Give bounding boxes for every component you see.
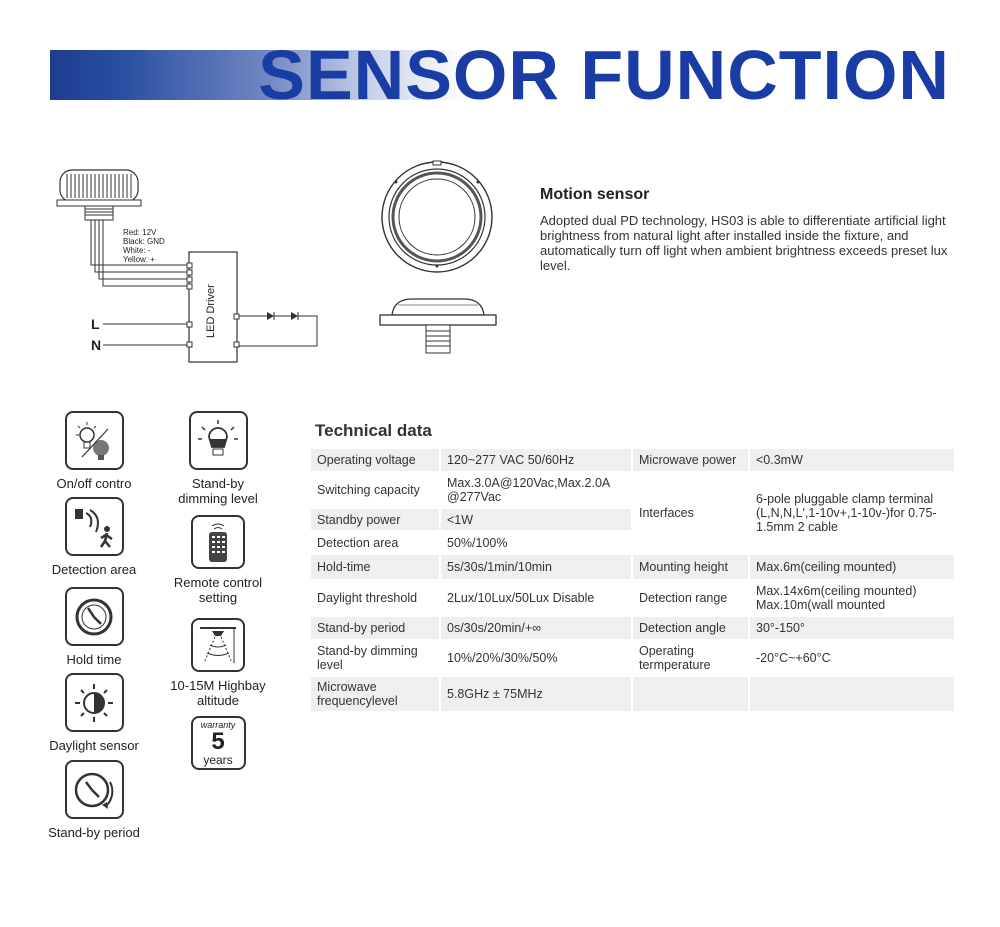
- feature-onoff-label: On/off contro: [56, 476, 132, 491]
- detection-area-icon: [64, 497, 124, 556]
- table-row: Stand-by period 0s/30s/20min/+∞ Detectio…: [311, 617, 954, 639]
- driver-label: LED Driver: [205, 284, 217, 338]
- line-n-label: N: [91, 337, 102, 353]
- wire-note-red: Red: 12V: [123, 228, 157, 237]
- remote-control-icon: [191, 515, 245, 569]
- motion-sensor-section: Motion sensor Adopted dual PD technology…: [540, 186, 950, 273]
- table-row: Standby power <1W: [311, 509, 954, 530]
- feature-hold-time-label: Hold time: [66, 652, 122, 667]
- spec-key: Detection range: [633, 581, 748, 615]
- page-title: SENSOR FUNCTION: [258, 36, 950, 114]
- spec-key: Detection angle: [633, 617, 748, 639]
- wire-color-notes: Red: 12V Black: GND White: - Yellow: +: [123, 228, 165, 264]
- spec-value: <0.3mW: [750, 449, 954, 471]
- spec-value: 5s/30s/1min/10min: [441, 555, 631, 579]
- spec-key: Stand-by period: [311, 617, 439, 639]
- dimming-bulb-icon: [188, 411, 248, 470]
- spec-value: 120~277 VAC 50/60Hz: [441, 449, 631, 471]
- spec-key: Stand-by dimming level: [311, 641, 439, 675]
- line-l-label: L: [91, 316, 100, 332]
- spec-value: 2Lux/10Lux/50Lux Disable: [441, 581, 631, 615]
- daylight-sun-icon: [64, 673, 124, 732]
- spec-value: -20°C~+60°C: [750, 641, 954, 675]
- feature-highbay-label: 10-15M Highbay altitude: [170, 678, 266, 708]
- feature-standby-dimming: Stand-by dimming level: [168, 411, 268, 506]
- warranty-word: warranty: [200, 720, 236, 730]
- spec-key: Mounting height: [633, 555, 748, 579]
- feature-warranty: warranty 5 years: [168, 716, 268, 776]
- spec-value: 10%/20%/30%/50%: [441, 641, 631, 675]
- feature-detection-area-label: Detection area: [51, 562, 137, 577]
- feature-remote-label: Remote control setting: [173, 575, 263, 605]
- table-row: Hold-time 5s/30s/1min/10min Mounting hei…: [311, 555, 954, 579]
- warranty-unit: years: [203, 753, 233, 767]
- technical-data-table: Operating voltage 120~277 VAC 50/60Hz Mi…: [309, 447, 956, 713]
- spec-key: Operating voltage: [311, 449, 439, 471]
- wire-note-white: White: -: [123, 246, 151, 255]
- feature-standby-period: Stand-by period: [44, 760, 144, 840]
- table-row: Daylight threshold 2Lux/10Lux/50Lux Disa…: [311, 581, 954, 615]
- spec-key: Hold-time: [311, 555, 439, 579]
- spec-value: Max.14x6m(ceiling mounted) Max.10m(wall …: [750, 581, 954, 615]
- wire-note-yellow: Yellow: +: [123, 255, 155, 264]
- spec-key: Standby power: [311, 509, 439, 530]
- feature-daylight: Daylight sensor: [44, 673, 144, 753]
- spec-value: 0s/30s/20min/+∞: [441, 617, 631, 639]
- table-row: Operating voltage 120~277 VAC 50/60Hz Mi…: [311, 449, 954, 471]
- table-row: Detection area 50%/100%: [311, 532, 954, 553]
- spec-value: Max.3.0A@120Vac,Max.2.0A @277Vac: [441, 473, 631, 507]
- feature-daylight-label: Daylight sensor: [49, 738, 139, 753]
- feature-hold-time: Hold time: [44, 587, 144, 667]
- warranty-badge-icon: warranty 5 years: [190, 716, 246, 770]
- feature-standby-dimming-label: Stand-by dimming level: [178, 476, 258, 506]
- spec-value: 5.8GHz ± 75MHz: [441, 677, 631, 711]
- standby-clock-icon: [64, 760, 124, 819]
- spec-key: [633, 677, 748, 711]
- table-row: Microwave frequencylevel 5.8GHz ± 75MHz: [311, 677, 954, 711]
- table-row: Switching capacity Max.3.0A@120Vac,Max.2…: [311, 473, 954, 553]
- wire-note-black: Black: GND: [123, 237, 165, 246]
- wiring-diagram-drawing: [56, 169, 318, 363]
- spec-value: 6-pole pluggable clamp terminal (L,N,N,L…: [750, 473, 954, 553]
- motion-sensor-description: Adopted dual PD technology, HS03 is able…: [540, 213, 948, 273]
- feature-onoff: On/off contro: [44, 411, 144, 491]
- spec-value: [750, 677, 954, 711]
- highbay-altitude-icon: [191, 618, 245, 672]
- feature-standby-period-label: Stand-by period: [48, 825, 140, 840]
- spec-value: 30°-150°: [750, 617, 954, 639]
- table-row: Stand-by dimming level 10%/20%/30%/50% O…: [311, 641, 954, 675]
- sensor-top-view: [381, 160, 493, 273]
- spec-key: Detection area: [311, 532, 439, 553]
- clock-icon: [64, 587, 124, 646]
- spec-key: Microwave power: [633, 449, 748, 471]
- spec-key: Interfaces: [633, 473, 748, 553]
- sensor-side-view: [379, 298, 497, 354]
- spec-key: Operating termperature: [633, 641, 748, 675]
- spec-key: Switching capacity: [311, 473, 439, 507]
- spec-value: 50%/100%: [441, 532, 631, 553]
- onoff-icon: [64, 411, 124, 470]
- feature-remote: Remote control setting: [162, 515, 274, 605]
- feature-detection-area: Detection area: [44, 497, 144, 577]
- feature-highbay: 10-15M Highbay altitude: [162, 618, 274, 708]
- warranty-number: 5: [211, 728, 225, 755]
- spec-key: Daylight threshold: [311, 581, 439, 615]
- motion-sensor-title: Motion sensor: [540, 186, 650, 203]
- spec-value: Max.6m(ceiling mounted): [750, 555, 954, 579]
- spec-key: Microwave frequencylevel: [311, 677, 439, 711]
- wiring-diagram: Red: 12V Black: GND White: - Yellow: + L…: [55, 160, 330, 370]
- header-banner: SENSOR FUNCTION: [50, 40, 950, 110]
- technical-data-title: Technical data: [315, 421, 432, 440]
- spec-value: <1W: [441, 509, 631, 530]
